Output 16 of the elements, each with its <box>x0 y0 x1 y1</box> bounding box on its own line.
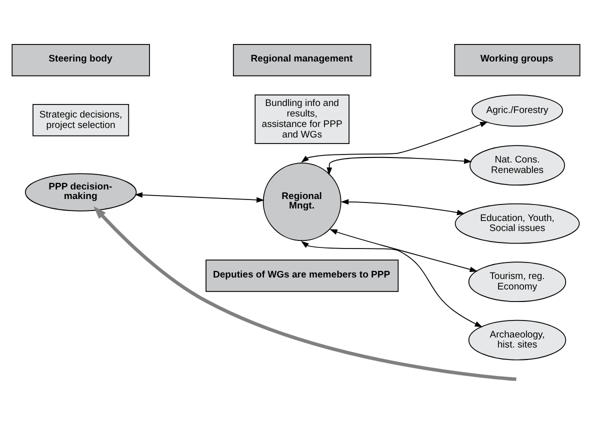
arrow <box>326 156 472 175</box>
arrow <box>330 228 478 272</box>
node-box: Strategic decisions, project selection <box>32 104 130 136</box>
arrow <box>340 198 465 215</box>
node-ellipse: PPP decision-making <box>24 172 137 211</box>
arrow <box>134 192 264 202</box>
node-box: Bundling info and results, assistance for PPP and WGs <box>254 94 350 144</box>
node-box: Working groups <box>454 44 580 76</box>
node-circle: Regional Mngt. <box>262 162 342 241</box>
node-box: Deputies of WGs are memebers to PPP <box>206 259 399 292</box>
node-box: Regional management <box>232 44 372 76</box>
arrow <box>94 206 516 380</box>
node-box: Steering body <box>12 44 150 76</box>
arrow <box>301 240 483 327</box>
arrow <box>301 121 488 162</box>
node-ellipse: Nat. Cons. Renewables <box>470 144 565 186</box>
